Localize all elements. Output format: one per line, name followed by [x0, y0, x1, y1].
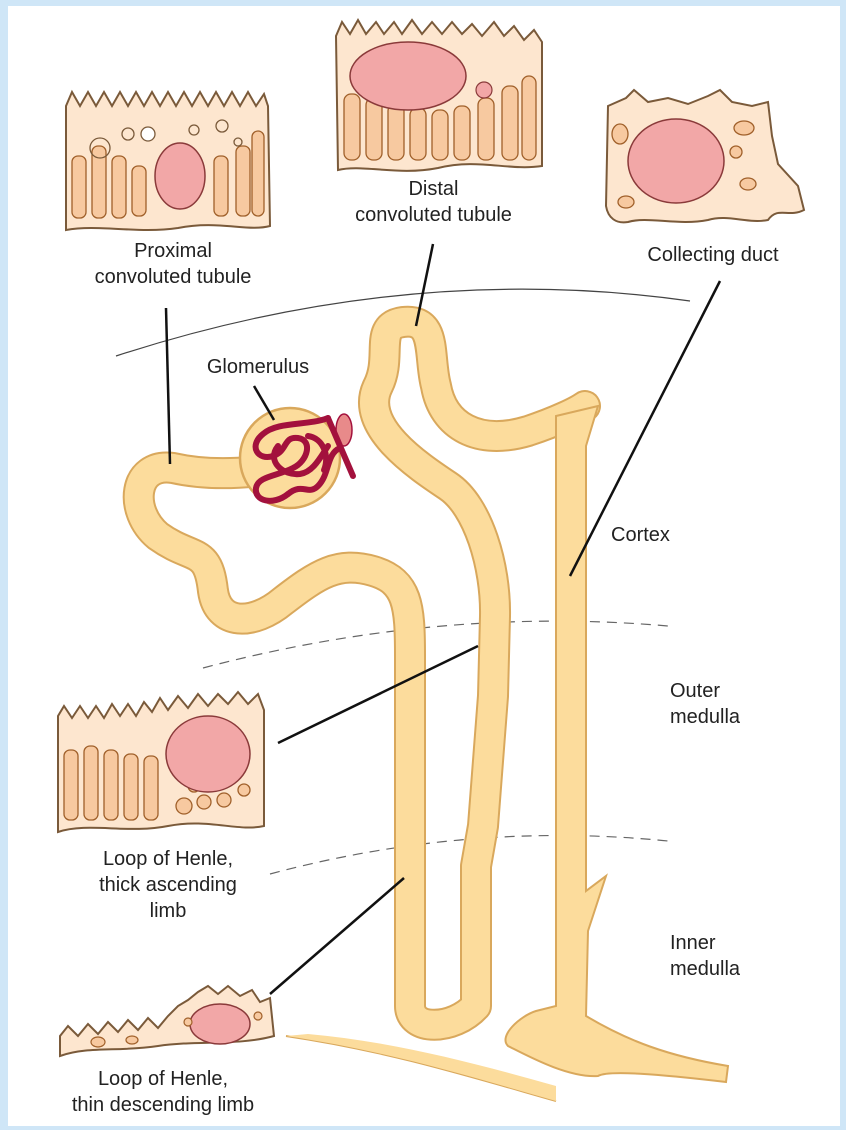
- outer-medulla-line1: Outer: [670, 678, 740, 704]
- inner-medulla-label: Inner medulla: [670, 930, 740, 982]
- collecting-duct: [286, 406, 728, 1101]
- outer-medulla-boundary-line: [203, 621, 668, 668]
- cortex-label: Cortex: [611, 522, 670, 548]
- proximal-nucleus: [155, 143, 205, 209]
- proximal-leader: [166, 308, 170, 464]
- glomerulus-capsule: [240, 408, 353, 508]
- distal-tubule-cell: [336, 20, 542, 171]
- thick-limb-nucleus: [166, 716, 250, 792]
- thin-limb-label: Loop of Henle, thin descending limb: [28, 1066, 298, 1118]
- thin-limb-leader: [270, 878, 404, 994]
- diagram-frame: Proximal convoluted tubule Distal convol…: [8, 6, 840, 1126]
- proximal-label-line1: Proximal: [68, 238, 278, 264]
- thick-limb-cell: [58, 692, 264, 832]
- proximal-label-line2: convoluted tubule: [68, 264, 278, 290]
- thick-limb-line1: Loop of Henle,: [58, 846, 278, 872]
- thick-limb-label: Loop of Henle, thick ascending limb: [58, 846, 278, 924]
- thin-limb-nucleus: [190, 1004, 250, 1044]
- outer-medulla-label: Outer medulla: [670, 678, 740, 730]
- thin-limb-cell: [60, 986, 274, 1056]
- proximal-label: Proximal convoluted tubule: [68, 238, 278, 290]
- distal-nucleus: [350, 42, 466, 110]
- distal-label-line1: Distal: [326, 176, 541, 202]
- collecting-nucleus: [628, 119, 724, 203]
- distal-label-line2: convoluted tubule: [326, 202, 541, 228]
- distal-label: Distal convoluted tubule: [326, 176, 541, 228]
- thin-limb-line2: thin descending limb: [28, 1092, 298, 1118]
- thick-limb-line2: thick ascending: [58, 872, 278, 898]
- glomerulus-label: Glomerulus: [188, 354, 328, 380]
- inner-medulla-line1: Inner: [670, 930, 740, 956]
- proximal-tubule-cell: [66, 92, 270, 230]
- collecting-duct-label: Collecting duct: [618, 242, 808, 268]
- thick-limb-leader: [278, 646, 478, 743]
- outer-medulla-line2: medulla: [670, 704, 740, 730]
- inner-medulla-line2: medulla: [670, 956, 740, 982]
- thin-limb-line1: Loop of Henle,: [28, 1066, 298, 1092]
- collecting-duct-cell: [606, 90, 804, 222]
- thick-limb-line3: limb: [58, 898, 278, 924]
